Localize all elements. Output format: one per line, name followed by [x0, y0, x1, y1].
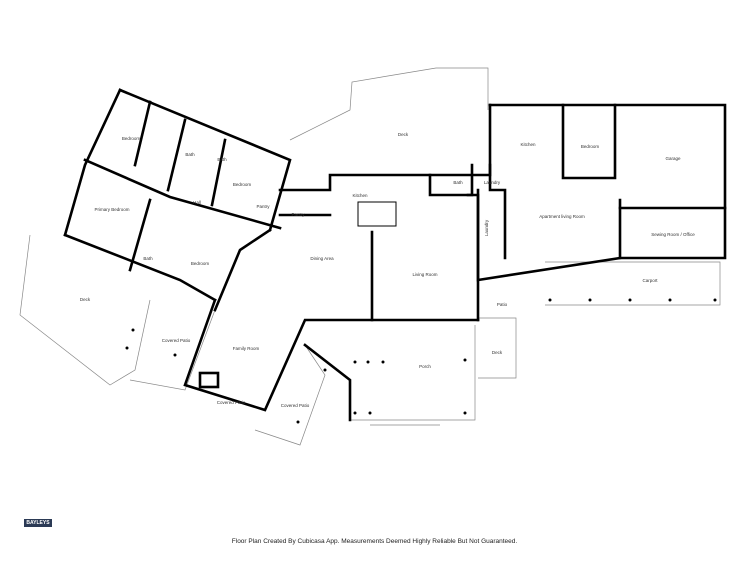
room-label: Dining Area — [310, 256, 334, 261]
room-label: Bedroom — [233, 182, 252, 187]
room-label: Bath — [217, 157, 227, 162]
bayleys-logo: BAYLEYS — [24, 519, 52, 527]
room-label: Apartment living Room — [539, 214, 585, 219]
room-label: Pantry — [256, 204, 270, 209]
room-label: Sewing Room / Office — [651, 232, 695, 237]
room-label: Deck — [80, 297, 91, 302]
room-label: Bath — [453, 180, 463, 185]
room-label: Bedroom — [581, 144, 600, 149]
room-label: Kitchen — [352, 193, 368, 198]
room-label: Bath — [185, 152, 195, 157]
room-label: Deck — [492, 350, 503, 355]
room-label: Garage — [665, 156, 681, 161]
room-label: Primary Bedroom — [94, 207, 129, 212]
room-label: Laundry — [484, 219, 489, 236]
posts — [125, 298, 717, 424]
room-label: Bath — [143, 256, 153, 261]
room-label: Deck — [398, 132, 409, 137]
room-label: Hall — [193, 200, 201, 205]
room-labels: Bedroom Bath Bath Bedroom Pantry Pantry … — [80, 132, 695, 408]
room-label: Living Room — [412, 272, 437, 277]
disclaimer-text: Floor Plan Created By Cubicasa App. Meas… — [231, 538, 518, 545]
room-label: Patio — [497, 302, 508, 307]
room-label: Family Room — [233, 346, 260, 351]
room-label: Laundry — [484, 180, 501, 185]
room-label: Covered Patio — [217, 400, 246, 405]
walls — [63, 88, 727, 422]
room-label: Pantry — [291, 212, 305, 217]
thin-outlines — [19, 67, 721, 446]
room-label: Covered Patio — [281, 403, 310, 408]
room-label: Kitchen — [520, 142, 536, 147]
room-label: Covered Patio — [162, 338, 191, 343]
room-label: Bedroom — [122, 136, 141, 141]
room-label: Porch — [419, 364, 431, 369]
room-label: Bedroom — [191, 261, 210, 266]
room-label: Carport — [642, 278, 658, 283]
